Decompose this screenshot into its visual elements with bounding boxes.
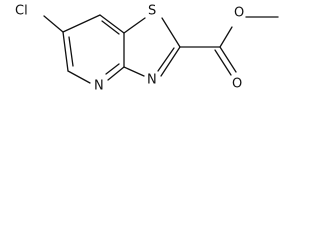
atom-label-carbonyl-oxygen: O bbox=[232, 77, 242, 92]
bond-c6-c7 bbox=[62, 14, 101, 33]
atom-label-thiazole-nitrogen: N bbox=[147, 73, 157, 88]
bond-c7-c7a-inner bbox=[101, 20, 120, 35]
atom-label-pyridine-nitrogen: N bbox=[94, 79, 104, 94]
molecule-structure: Cl S N N O O bbox=[15, 4, 279, 94]
bond-c7a-s1 bbox=[123, 17, 146, 34]
bond-s1-c2 bbox=[161, 17, 181, 48]
bond-c2-n3-inner bbox=[157, 47, 175, 72]
bond-ccarbonyl-o-double-b bbox=[214, 49, 232, 76]
bond-c5-c6-inner bbox=[68, 36, 74, 67]
bond-cl-c6 bbox=[43, 15, 64, 33]
structure-canvas: Cl S N N O O bbox=[0, 0, 283, 97]
bond-c7-c7a bbox=[99, 14, 125, 34]
bond-c3a-n4-inner bbox=[105, 63, 120, 75]
bond-c2-n3 bbox=[160, 46, 181, 77]
bond-c5-c6 bbox=[62, 31, 69, 72]
bond-n3-c3a bbox=[123, 66, 145, 77]
atom-label-chlorine: Cl bbox=[15, 4, 28, 19]
atom-label-ester-oxygen: O bbox=[234, 6, 244, 21]
bond-ccarbonyl-o-double-a bbox=[219, 46, 237, 73]
bond-ccarbonyl-o-single bbox=[219, 26, 233, 48]
atom-label-sulfur: S bbox=[148, 4, 156, 19]
bond-c3a-n4 bbox=[107, 66, 125, 81]
bond-n4-c5 bbox=[67, 70, 91, 84]
atom-label-layer: Cl S N N O O bbox=[15, 4, 244, 94]
bond-layer bbox=[43, 14, 279, 84]
